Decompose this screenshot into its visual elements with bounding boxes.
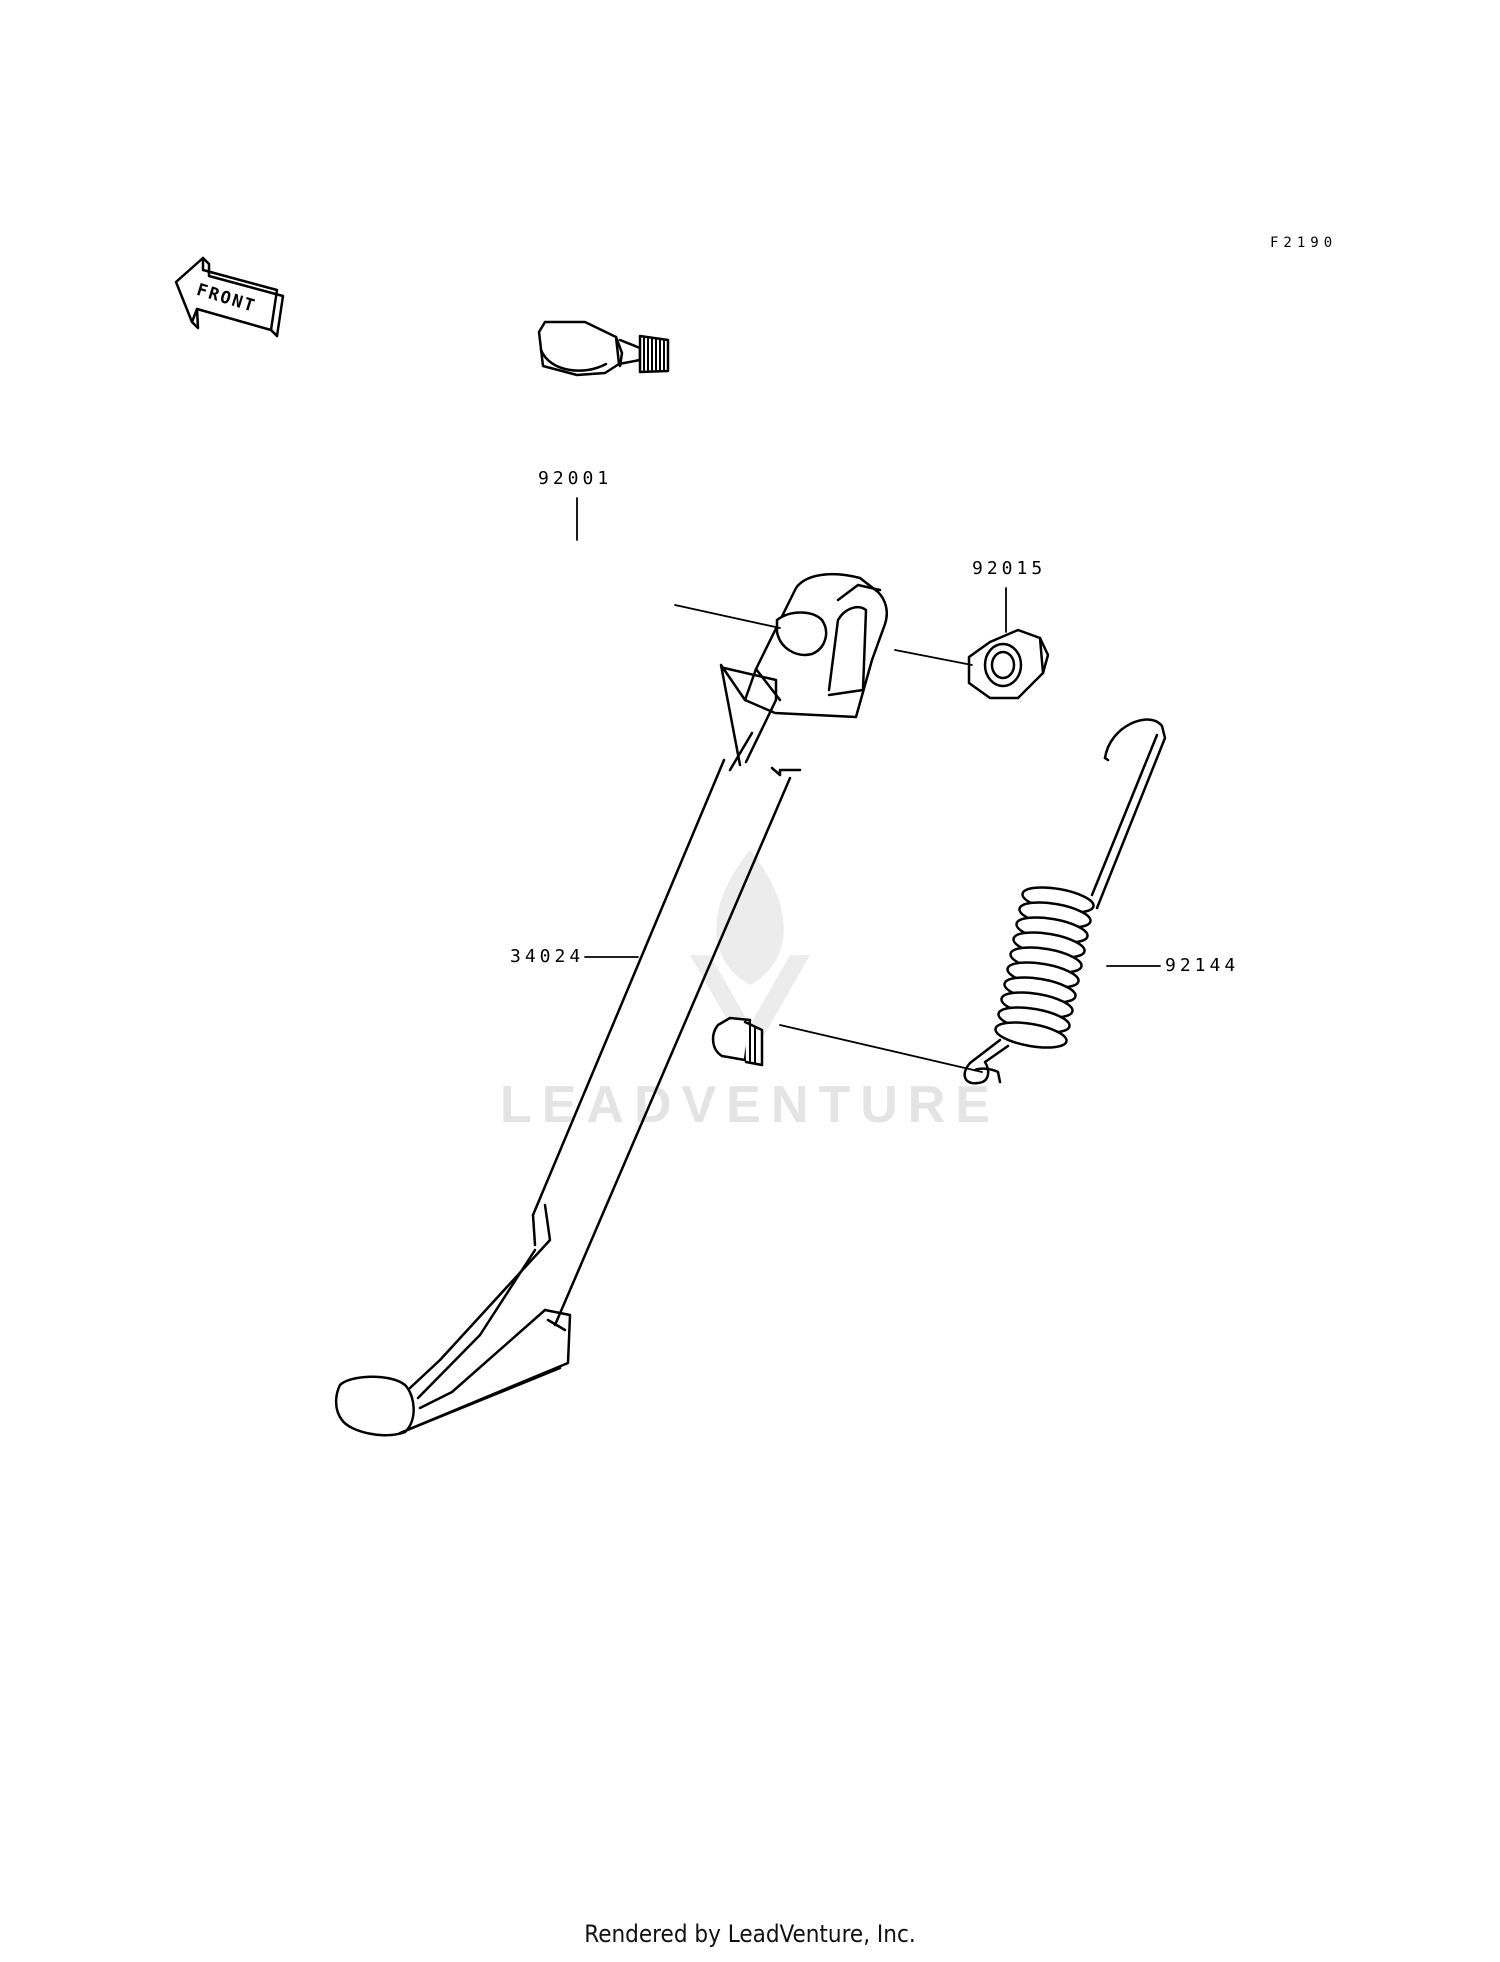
part-label-92001: 92001: [538, 468, 613, 489]
leader-bolt-stand: [674, 604, 781, 629]
leader-nut-stand: [894, 649, 973, 666]
watermark-text: LEADVENTURE: [499, 1076, 1001, 1134]
bolt-icon: [537, 320, 670, 377]
stand-icon: [334, 572, 888, 1437]
part-label-34024: 34024: [510, 946, 585, 967]
nut-icon: [967, 628, 1050, 700]
part-label-92015: 92015: [972, 558, 1047, 579]
front-arrow-icon: [174, 256, 285, 338]
footer-credit: Rendered by LeadVenture, Inc.: [584, 1920, 916, 1948]
figure-code: F2190: [1270, 235, 1338, 251]
spring-icon: [963, 718, 1167, 1085]
leader-pin-spring: [779, 1024, 983, 1073]
part-label-92144: 92144: [1165, 955, 1240, 976]
